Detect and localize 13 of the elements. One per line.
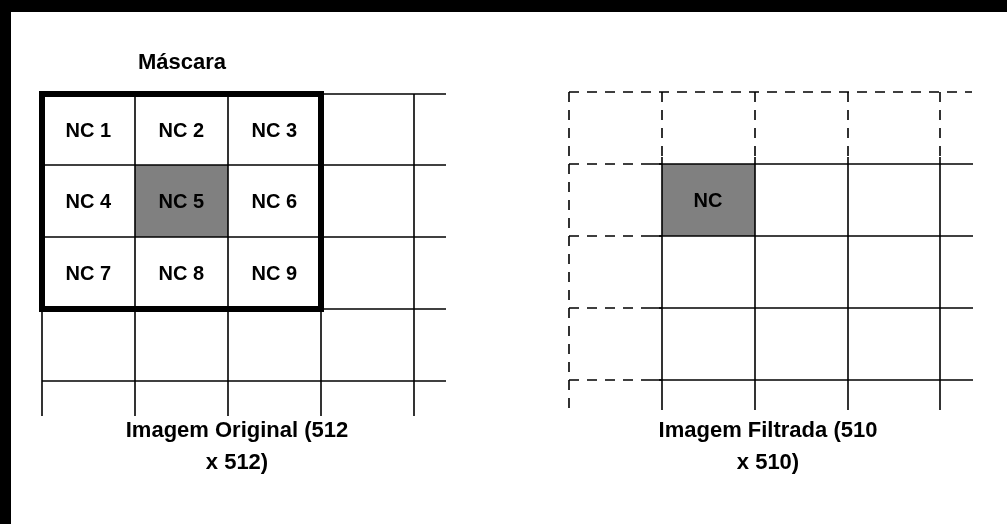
cell-label: NC 7 [65,263,112,283]
cell-label: NC 5 [158,191,205,211]
cell-label: NC 6 [251,191,298,211]
cell-label: NC 9 [251,263,298,283]
cell-label: NC 1 [65,119,112,140]
image-caption: Imagem Filtrada (510 x 510) [657,416,879,476]
cell-label: NC [693,190,723,210]
mask-title: Máscara [138,51,227,73]
cell-label: NC 4 [65,191,112,211]
cell-label: NC 8 [158,263,205,283]
cell-label: NC 2 [158,119,205,140]
image-caption: Imagem Original (512 x 512) [124,416,350,476]
cell-label: NC 3 [251,119,298,140]
